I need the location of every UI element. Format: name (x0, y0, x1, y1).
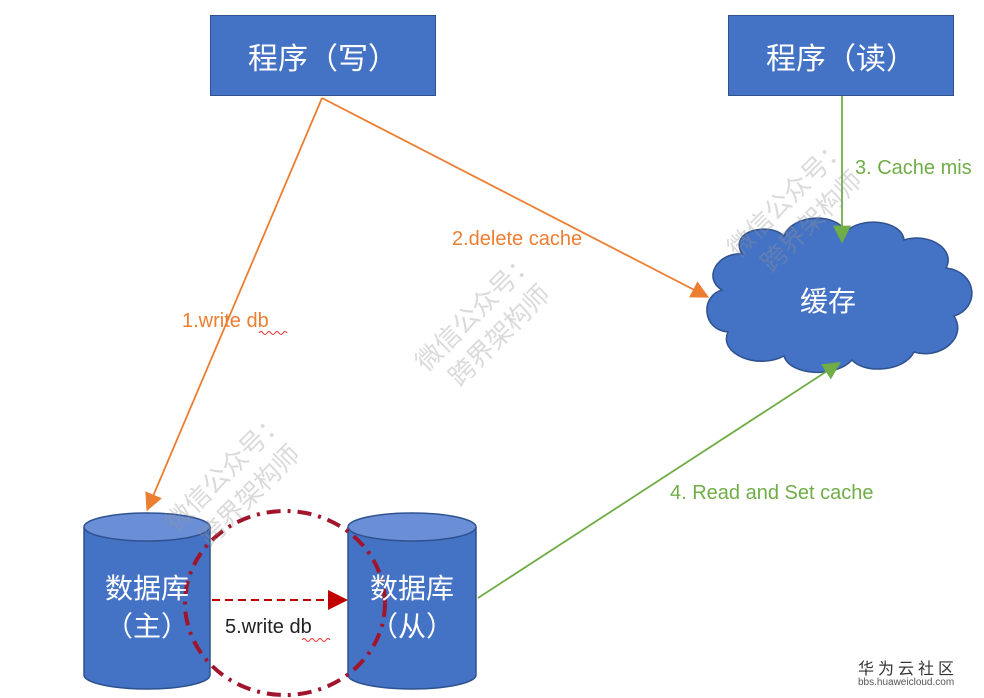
program-read-box: 程序（读） (728, 15, 954, 96)
program-write-label: 程序（写） (248, 41, 398, 77)
cache-cloud (706, 217, 973, 373)
brand-title: 华为云社区 (858, 659, 959, 678)
spellcheck-underline-2 (301, 638, 331, 642)
db-master-label-line2: （主） (104, 610, 189, 643)
arrow-write-db (145, 97, 323, 512)
label-cache-miss: 3. Cache mis (855, 157, 972, 179)
arrow-read-set-cache (477, 362, 842, 599)
db-slave-label-line2: （从） (369, 610, 454, 643)
db-master-label-line1: 数据库 (104, 572, 189, 605)
cache-label: 缓存 (800, 285, 857, 318)
label-replicate-write-db: 5.write db (225, 616, 312, 638)
db-slave-label: 数据库 （从） (348, 570, 476, 646)
db-slave-label-line1: 数据库 (369, 572, 454, 605)
program-read-label: 程序（读） (766, 41, 916, 77)
spellcheck-underline-1 (258, 331, 288, 335)
label-write-db: 1.write db (182, 310, 269, 332)
replication-circle (183, 509, 387, 697)
arrow-delete-cache (321, 97, 710, 298)
db-master-label: 数据库 （主） (84, 570, 210, 646)
brand-url: bbs.huaweicloud.com (858, 677, 955, 688)
label-delete-cache: 2.delete cache (452, 228, 583, 250)
label-read-set-cache: 4. Read and Set cache (670, 482, 874, 504)
db-slave-cylinder (347, 512, 477, 690)
db-master-cylinder (83, 512, 211, 690)
program-write-box: 程序（写） (210, 15, 436, 96)
huawei-cloud-logo: 华为云社区 bbs.huaweicloud.com (858, 655, 958, 688)
